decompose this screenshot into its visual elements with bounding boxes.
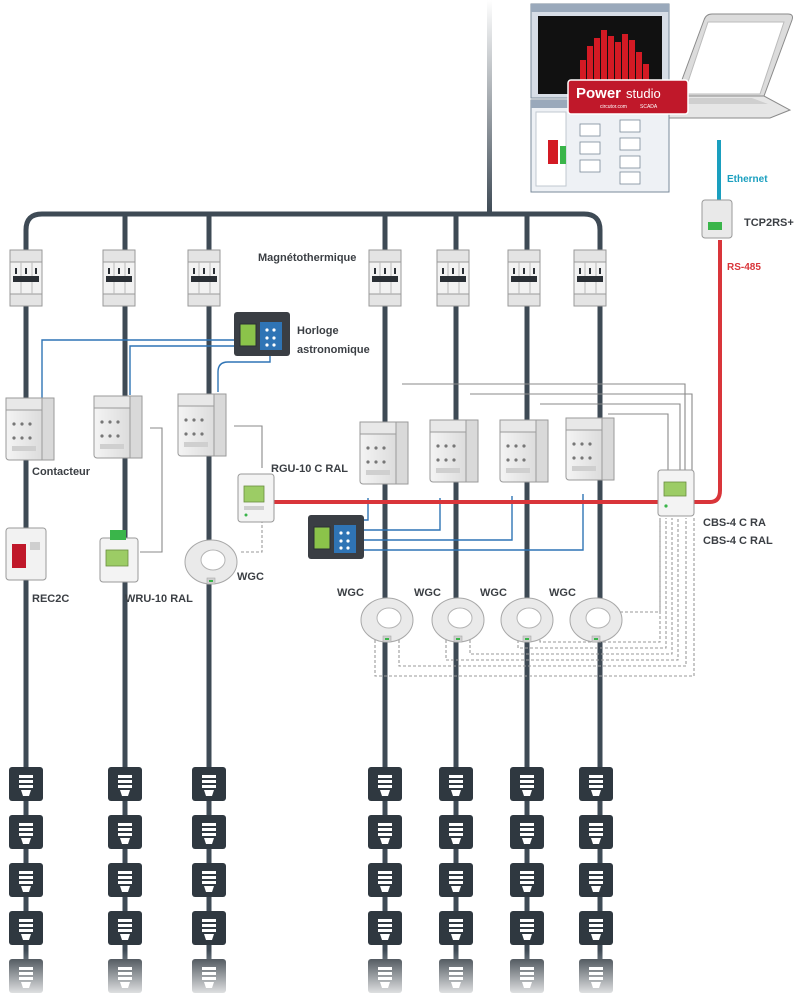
- lamp-icon: [192, 767, 226, 801]
- lamp-icon: [368, 863, 402, 897]
- lamp-icon: [510, 815, 544, 849]
- label-wgc-5: WGC: [549, 587, 576, 599]
- main-power-bus: [23, 0, 603, 260]
- breaker-icon: [9, 249, 43, 307]
- brand-sub: studio: [626, 86, 661, 101]
- toroid-icon: [184, 539, 238, 585]
- breaker-icon: [368, 249, 402, 307]
- lamp-icon: [108, 767, 142, 801]
- label-wgc-2: WGC: [337, 587, 364, 599]
- breaker-icon: [436, 249, 470, 307]
- lamp-icon: [108, 863, 142, 897]
- lamp-icon: [192, 911, 226, 945]
- label-horloge-line1: Horloge: [297, 325, 339, 337]
- contactor-icon: [429, 419, 479, 483]
- label-cbs-line2: CBS-4 C RAL: [703, 535, 773, 547]
- tcp2rs-converter: [701, 199, 733, 239]
- lamp-icon: [192, 863, 226, 897]
- lamp-icon: [510, 863, 544, 897]
- lamp-icon: [579, 815, 613, 849]
- rs485-bus: [266, 240, 722, 504]
- lamp-icon: [368, 815, 402, 849]
- toroid-icon: [569, 597, 623, 643]
- contactor-icon: [499, 419, 549, 483]
- wru-device: [99, 530, 139, 583]
- lamp-icon: [9, 815, 43, 849]
- astronomic-clock-icon: [307, 514, 365, 560]
- lamp-icon: [368, 911, 402, 945]
- lamp-icon: [9, 863, 43, 897]
- label-cbs-line1: CBS-4 C RA: [703, 517, 766, 529]
- lamp-icon: [439, 911, 473, 945]
- label-wgc-1: WGC: [237, 571, 264, 583]
- breaker-icon: [187, 249, 221, 307]
- lamp-icon: [439, 863, 473, 897]
- contactor-icon: [5, 397, 55, 461]
- label-magnetothermique: Magnétothermique: [258, 252, 356, 264]
- label-contacteur: Contacteur: [32, 466, 91, 478]
- label-horloge-line2: astronomique: [297, 344, 370, 356]
- contactor-icon: [565, 417, 615, 481]
- lamp-icon: [579, 911, 613, 945]
- label-tcp2rs: TCP2RS+: [744, 217, 794, 229]
- cbs-device: [657, 469, 695, 517]
- lamp-icon: [510, 911, 544, 945]
- breaker-icon: [507, 249, 541, 307]
- lamp-icon: [439, 815, 473, 849]
- powerstudio-window-bottom: [530, 99, 670, 193]
- breaker-icon: [573, 249, 607, 307]
- label-rec2c: REC2C: [32, 593, 69, 605]
- brand-edition: SCADA: [640, 104, 658, 110]
- brand-url: circutor.com: [600, 104, 627, 110]
- breaker-icon: [102, 249, 136, 307]
- astronomic-clock-icon: [233, 311, 291, 357]
- powerstudio-logo: Power studio circutor.com SCADA: [567, 79, 689, 115]
- contactor-icon: [93, 395, 143, 459]
- label-rgu: RGU-10 C RAL: [271, 463, 348, 475]
- clock-control-wires: [41, 339, 584, 551]
- bottom-fade: [0, 950, 800, 1001]
- rgu-relay-icon: [237, 473, 275, 523]
- lamp-icon: [108, 911, 142, 945]
- label-wgc-3: WGC: [414, 587, 441, 599]
- label-rs485: RS-485: [727, 262, 761, 273]
- lamp-icon: [9, 911, 43, 945]
- contactor-icon: [359, 421, 409, 485]
- lamp-icon: [9, 767, 43, 801]
- toroid-icon: [431, 597, 485, 643]
- brand-main: Power: [576, 85, 621, 102]
- toroid-icon: [360, 597, 414, 643]
- lamp-icon: [439, 767, 473, 801]
- signal-wires: [140, 383, 693, 553]
- label-wgc-4: WGC: [480, 587, 507, 599]
- toroid-icon: [500, 597, 554, 643]
- label-wru: WRU-10 RAL: [125, 593, 193, 605]
- laptop-icon: [638, 13, 793, 119]
- lamp-icon: [192, 815, 226, 849]
- lamp-icon: [579, 863, 613, 897]
- lamp-icon: [368, 767, 402, 801]
- contactor-icon: [177, 393, 227, 457]
- label-ethernet: Ethernet: [727, 174, 768, 185]
- lamp-icon: [108, 815, 142, 849]
- rec2c-device: [5, 527, 47, 581]
- lamp-icon: [579, 767, 613, 801]
- lamp-icon: [510, 767, 544, 801]
